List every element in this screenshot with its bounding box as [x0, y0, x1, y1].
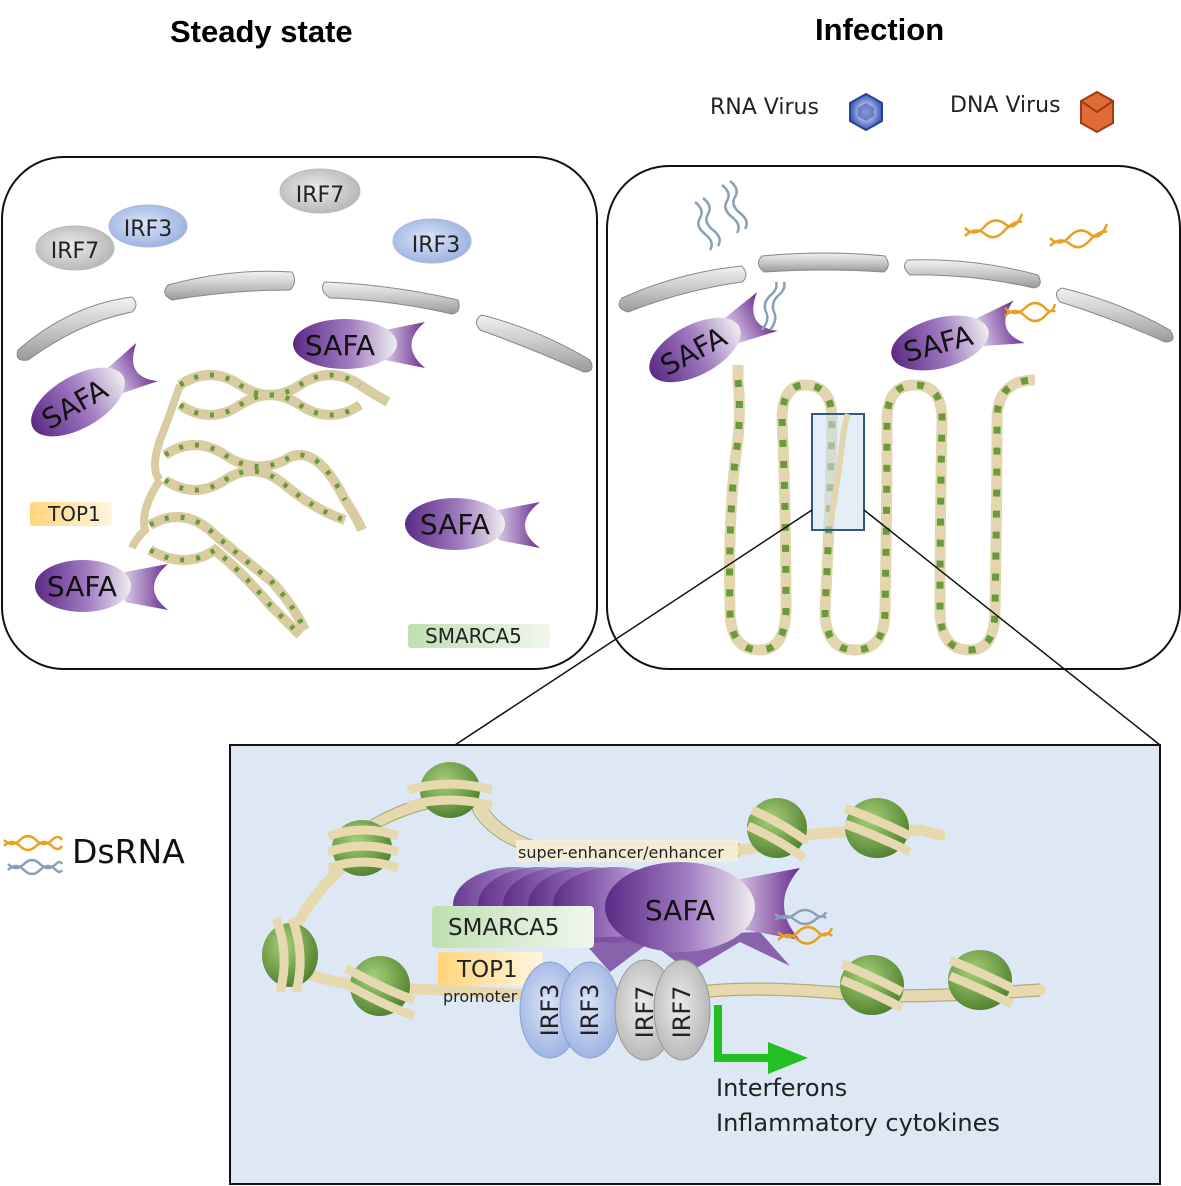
safa-label-steady-1: SAFA — [305, 329, 375, 362]
irf3-dimer-zoom: IRF3 IRF3 — [519, 961, 621, 1059]
output-interferons: Interferons — [716, 1074, 847, 1102]
nucleosome-zoom-8 — [948, 950, 1015, 1010]
smarca5-tag-steady: SMARCA5 — [408, 624, 550, 648]
safa-label-steady-3: SAFA — [420, 508, 490, 541]
top1-tag-zoom: TOP1 — [438, 952, 543, 986]
safa-protein-steady-1: SAFA — [293, 319, 425, 369]
irf3-protein-steady-b: IRF3 — [392, 218, 472, 264]
viral-rna-strands — [694, 180, 748, 251]
irf3-label-a: IRF3 — [124, 217, 172, 242]
nuclear-membrane-steady — [16, 270, 593, 373]
smarca5-label-steady: SMARCA5 — [425, 624, 522, 648]
safa-protein-infection-right: SAFA — [891, 300, 1025, 371]
irf7-label-zoom-1: IRF7 — [631, 986, 659, 1039]
smarca5-label-zoom: SMARCA5 — [448, 915, 559, 941]
irf3-label-zoom-2: IRF3 — [576, 984, 604, 1037]
super-enhancer-text: super-enhancer/enhancer — [518, 843, 724, 862]
rna-virus-label: RNA Virus — [710, 95, 819, 120]
irf7-label-zoom-2: IRF7 — [668, 986, 696, 1039]
dna-virus-label: DNA Virus — [950, 93, 1061, 118]
nucleosome-zoom-1 — [406, 762, 494, 818]
output-cytokines: Inflammatory cytokines — [716, 1109, 1000, 1137]
top1-label-steady: TOP1 — [47, 502, 101, 526]
bound-rna — [761, 281, 786, 331]
zoomed-fiber — [827, 412, 851, 526]
dsrna-legend-icon — [3, 834, 64, 876]
decondensed-chromatin-infection — [724, 365, 1036, 656]
steady-state-title: Steady state — [170, 14, 353, 49]
rna-virus-icon — [849, 92, 883, 132]
nucleosome-zoom-4 — [343, 956, 416, 1021]
irf7-protein-steady-b: IRF7 — [279, 168, 361, 214]
nuclear-membrane-infection — [618, 252, 1174, 343]
zoom-line-right — [863, 509, 1161, 746]
condensed-chromatin-steady — [128, 370, 391, 639]
infection-cell — [606, 165, 1181, 670]
safa-label-zoom: SAFA — [645, 894, 715, 927]
transcription-arrow — [714, 1005, 808, 1074]
zoom-line-left — [454, 509, 813, 746]
promoter-label: promoter — [443, 987, 518, 1006]
irf7-dimer-zoom: IRF7 IRF7 — [614, 959, 711, 1061]
nucleosome-zoom-5 — [746, 798, 811, 862]
irf7-label-a: IRF7 — [51, 239, 99, 264]
infection-title: Infection — [815, 12, 945, 47]
irf7-label-b: IRF7 — [296, 183, 344, 208]
safa-protein-steady-3: SAFA — [405, 498, 540, 550]
safa-protein-steady-4: SAFA — [35, 560, 168, 612]
top1-tag-steady: TOP1 — [30, 502, 112, 526]
nucleosome-zoom-6 — [843, 798, 913, 858]
top1-label-zoom: TOP1 — [456, 957, 518, 983]
irf3-protein-steady-a: IRF3 — [108, 204, 188, 248]
nucleosome-zoom-7 — [840, 955, 905, 1015]
irf3-label-zoom-1: IRF3 — [536, 984, 564, 1037]
dsrna-bound-zoom — [774, 908, 834, 945]
dna-virus-icon — [1080, 90, 1114, 134]
dsrna-label: DsRNA — [72, 832, 185, 871]
bound-dna — [1004, 301, 1057, 323]
nucleosome-zoom-3 — [262, 916, 318, 994]
irf3-label-b: IRF3 — [412, 233, 460, 258]
viral-dna-strands — [964, 213, 1109, 249]
nucleosome-zoom-2 — [326, 820, 400, 876]
super-enhancer-label: super-enhancer/enhancer — [516, 840, 738, 862]
smarca5-tag-zoom: SMARCA5 — [432, 906, 594, 948]
safa-label-steady-4: SAFA — [47, 570, 117, 603]
irf7-protein-steady-a: IRF7 — [35, 225, 115, 271]
